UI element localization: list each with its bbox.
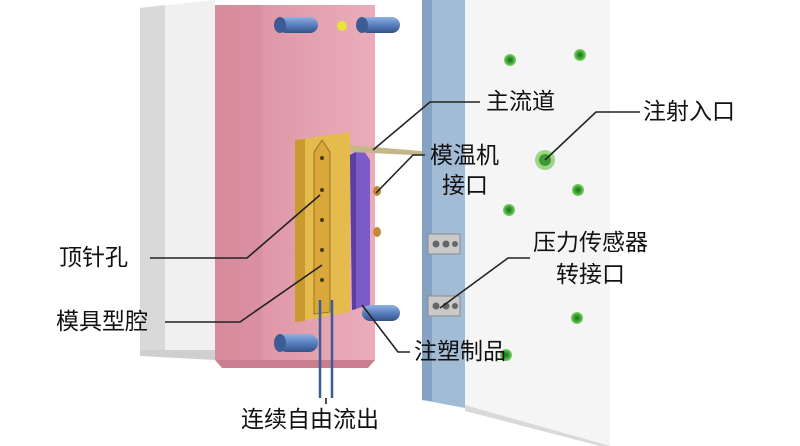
label-main-runner: 主流道 [486,89,555,115]
label-mold-temp-line2: 接口 [442,173,488,199]
leader-mold-temp [375,154,425,194]
leader-lines [150,101,640,404]
pressure-sensor-connector-upper [427,233,461,255]
moving-mold-plate [422,0,610,446]
label-injection-inlet: 注射入口 [643,99,735,125]
leader-main-runner [372,101,480,151]
leader-injection-inlet [544,111,640,161]
molded-product-shape [350,148,370,310]
green-holes [500,49,586,361]
label-mold-cavity: 模具型腔 [56,309,148,335]
outflow-rods [318,300,334,398]
label-pressure-sensor-line2: 转接口 [556,262,625,288]
leader-ejector-pin [150,194,321,259]
sprue-rod [350,145,432,156]
cavity-insert [295,132,350,322]
back-clamp-plate [140,0,215,360]
guide-pin-top-right [356,17,400,33]
label-pressure-sensor-line1: 压力传感器 [533,230,648,256]
label-molded-product: 注塑制品 [414,339,506,365]
guide-pin-top-left [274,17,318,33]
leader-molded-product [361,304,410,353]
label-mold-temp-line1: 模温机 [430,143,499,169]
leader-pressure-sensor [439,257,530,309]
leader-mold-cavity [165,264,323,323]
label-free-outflow: 连续自由流出 [241,407,379,433]
label-ejector-pin-hole: 顶针孔 [59,245,128,271]
guide-pin-bottom-left [274,334,318,352]
yellow-marker-icon [337,21,347,31]
